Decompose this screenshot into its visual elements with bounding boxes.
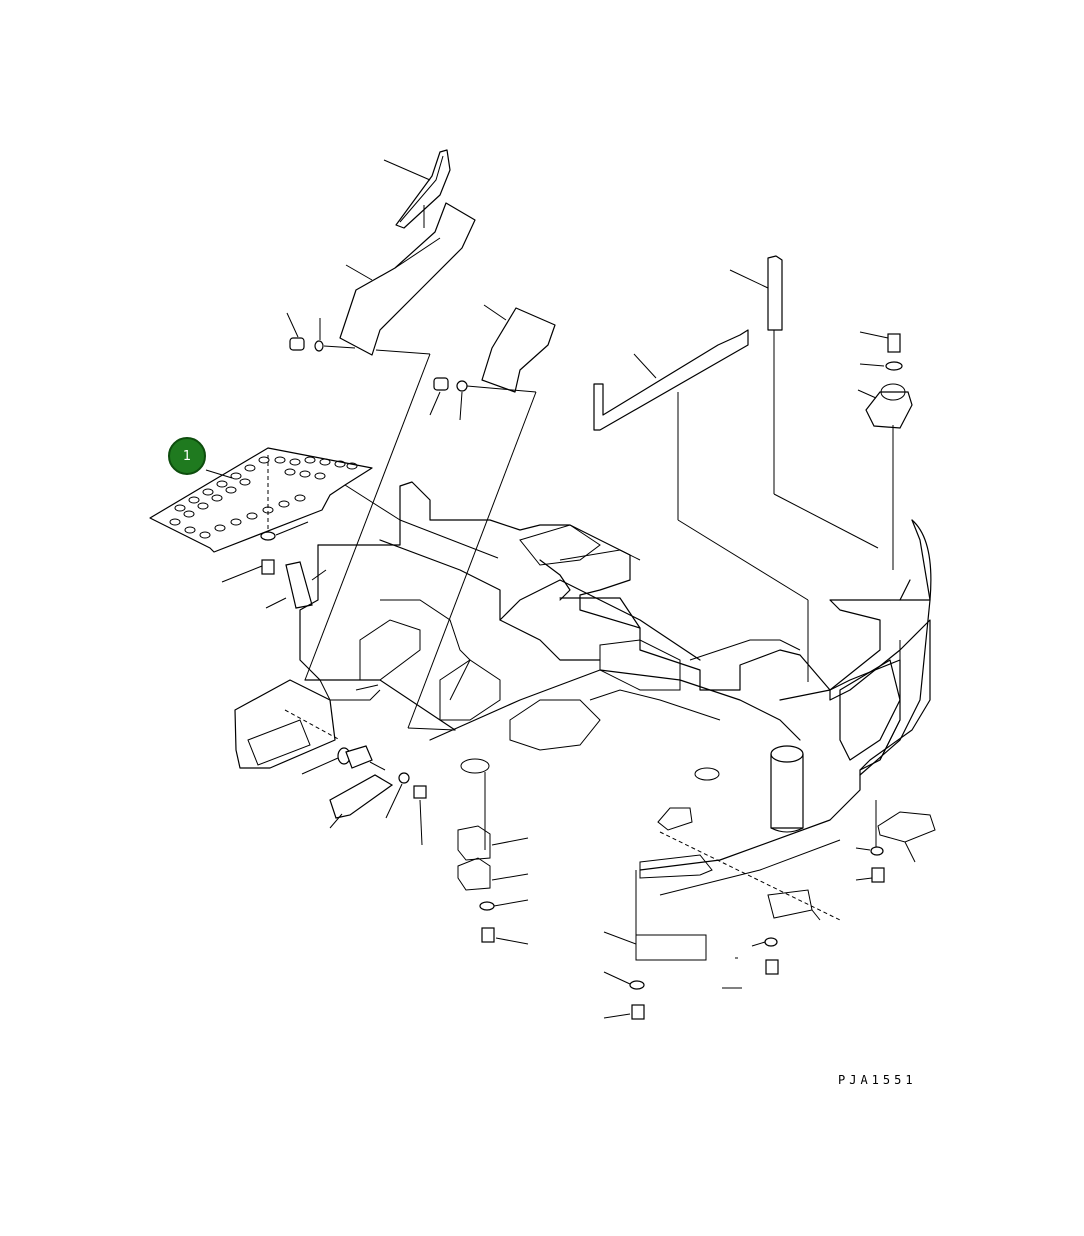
left-bracket (234, 679, 341, 769)
upper-cover-panel (304, 202, 476, 681)
bolt-stack-right (857, 331, 913, 570)
vertical-rail (729, 255, 879, 549)
perforated-plate (149, 447, 499, 559)
callout-number: 1 (182, 448, 192, 464)
left-small-parts (301, 745, 427, 846)
long-cover-plate (304, 679, 456, 731)
bolt-upper-left (286, 312, 356, 352)
right-fender (839, 519, 932, 776)
main-frame (299, 481, 931, 871)
bolt-middle (429, 377, 491, 421)
lower-center-parts (457, 758, 529, 945)
top-rail (593, 329, 809, 682)
washer-and-bolt-left (221, 521, 327, 609)
middle-cover-panel (407, 304, 556, 731)
lower-right-parts (603, 767, 841, 1020)
cylinder-post (770, 745, 804, 833)
callout-number-badge[interactable]: 1 (168, 437, 206, 475)
right-side-cover (855, 800, 936, 883)
drawing-code: PJA1551 (838, 1073, 917, 1087)
rubber-strip (383, 149, 451, 229)
